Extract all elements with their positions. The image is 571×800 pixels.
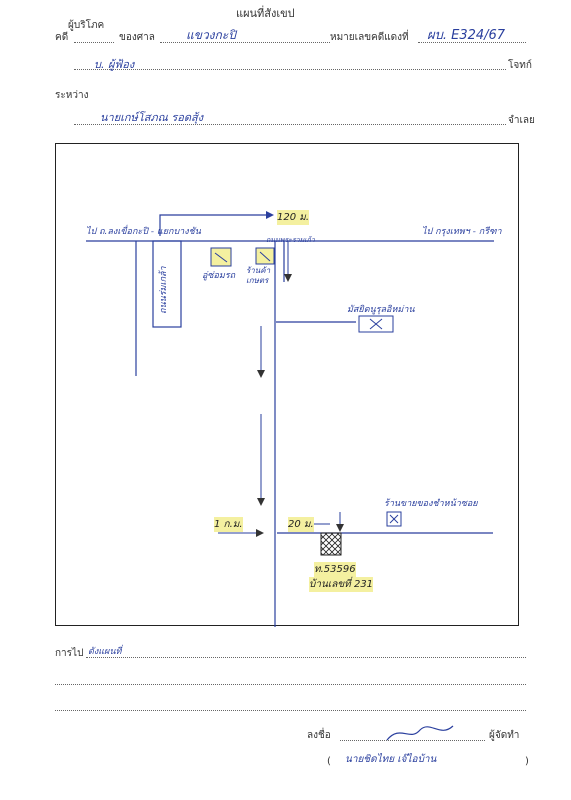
- distance-bottom-mid: 20 ม.: [288, 517, 314, 532]
- mosque-label: มัสยิดนูรุลอิหม่าน: [347, 305, 415, 315]
- directions-value: ดังแผนที่: [88, 647, 122, 657]
- shop-b-label: ร้านค้า เกษตร: [246, 266, 271, 285]
- main-road-label: ถนนพระรามเก้า: [266, 236, 315, 244]
- sign-label: ลงชื่อ: [307, 730, 331, 741]
- vertical-road-label: ถนนร่มเกล้า: [159, 266, 169, 314]
- case-label: คดี: [55, 32, 69, 43]
- house-detail: บ้านเลขที่ 231: [309, 577, 374, 592]
- plaintiff-type-label: ผู้บริโภค: [68, 20, 105, 31]
- court-value: แขวงกะปิ: [186, 28, 236, 42]
- signer-name: นายชิดไทย เจ๊ไอบ้าน: [345, 754, 437, 765]
- directions-label: การไป: [55, 648, 84, 659]
- distance-bottom-left: 1 ก.ม.: [214, 517, 243, 532]
- map-frame: ไป ถ.ลงเขื่อกะปิ - แยกบางชัน ไป กรุงเทพฯ…: [55, 143, 519, 627]
- signature: [386, 725, 454, 741]
- sign-role: ผู้จัดทำ: [489, 730, 520, 741]
- shop-c-marker: [386, 511, 402, 527]
- house-number: ท.53596: [314, 562, 356, 577]
- court-label: ของศาล: [119, 32, 155, 43]
- shop-c-label: ร้านขายของชำหน้าซอย: [384, 499, 478, 509]
- distance-top: 120 ม.: [277, 210, 310, 225]
- plaintiff-name: บ. ผู้ฟ้อง: [94, 58, 135, 71]
- defendant-name: นายเกษ์โสภณ รอดสุ้ง: [100, 111, 204, 124]
- mosque-marker: [358, 315, 394, 333]
- side-road-box: [152, 240, 182, 328]
- map-drawing: [86, 211, 494, 627]
- paren-open: (: [327, 756, 331, 767]
- defendant-role: จำเลย: [508, 115, 535, 126]
- case-number-value: ผบ. E324/67: [427, 28, 506, 43]
- route-arrow-top: [159, 214, 266, 236]
- between-label: ระหว่าง: [55, 90, 89, 101]
- shop-a-label: อู่ซ่อมรถ: [202, 271, 236, 281]
- case-number-label: หมายเลขคดีแดงที่: [330, 32, 409, 43]
- plaintiff-role: โจทก์: [508, 60, 532, 71]
- road-left-label: ไป ถ.ลงเขื่อกะปิ - แยกบางชัน: [86, 227, 201, 237]
- house-marker: [320, 532, 342, 556]
- road-right-label: ไป กรุงเทพฯ - กรีฑา: [422, 227, 502, 237]
- page-title: แผนที่สังเขป: [236, 7, 295, 20]
- paren-close: ): [525, 756, 529, 767]
